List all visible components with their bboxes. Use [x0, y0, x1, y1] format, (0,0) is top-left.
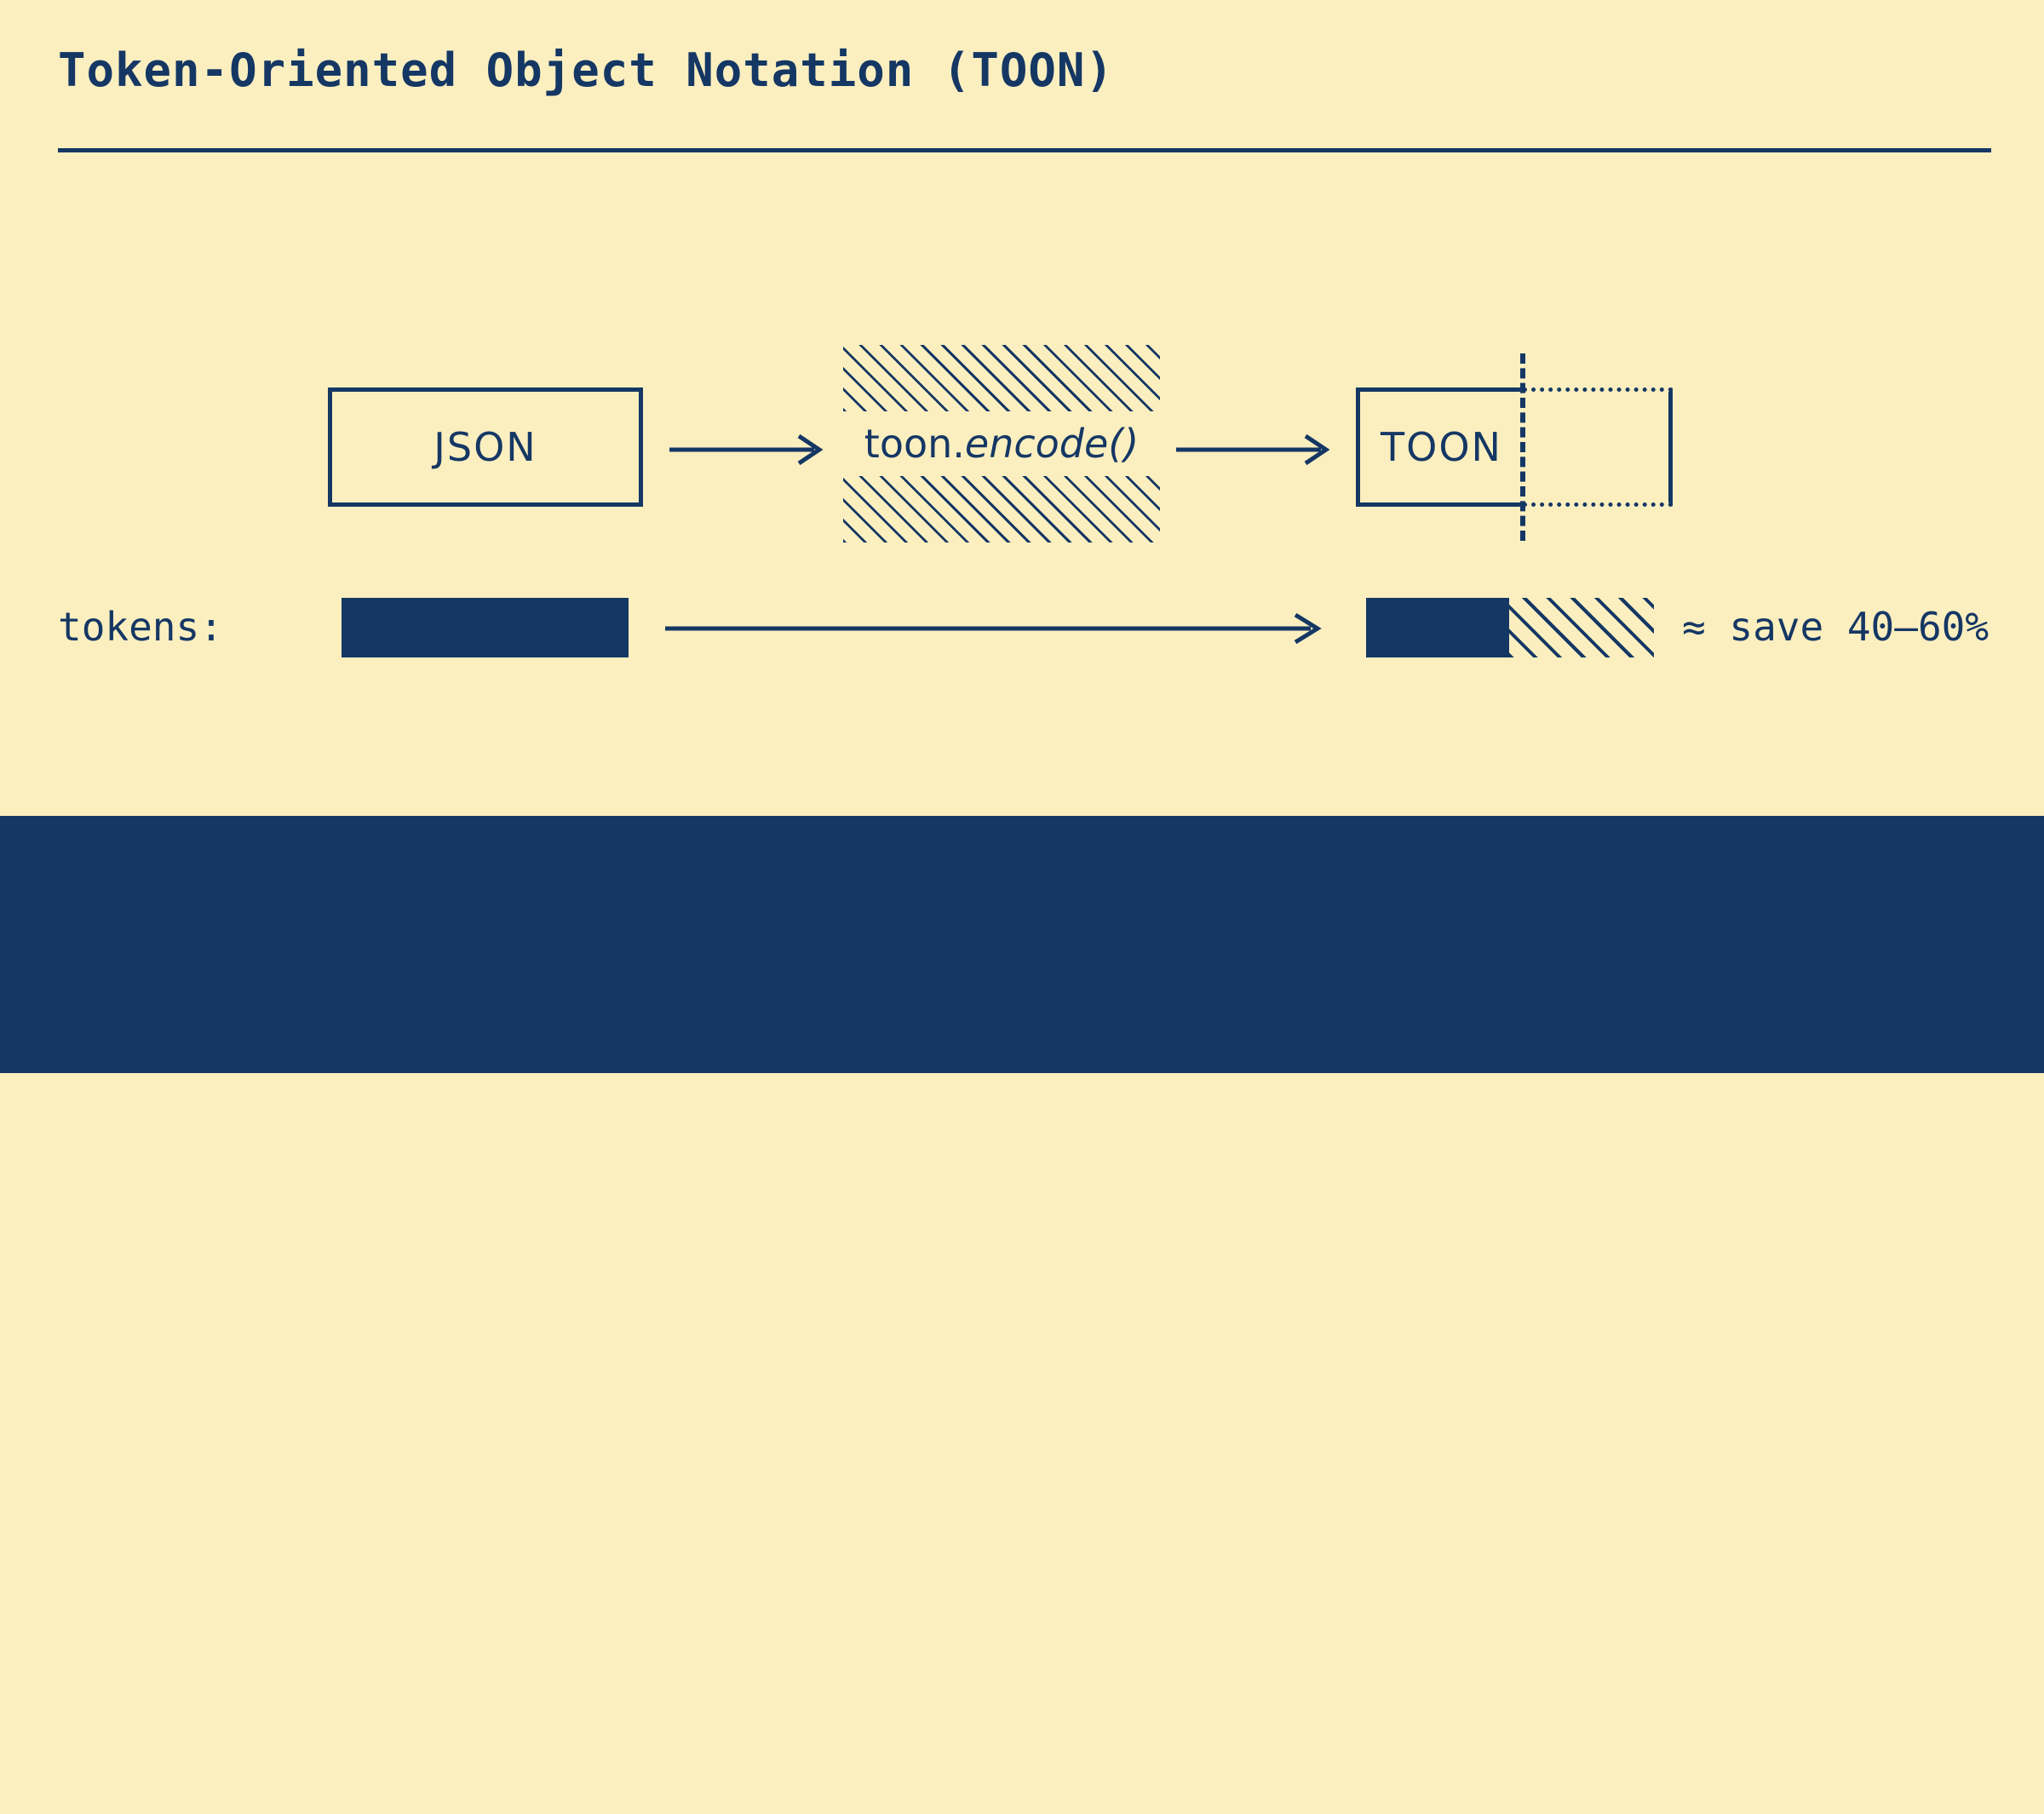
- sample-panel: sample: JSON → { "tags": ["jazz", "chill…: [0, 816, 2044, 1811]
- arrow-json-to-encode: [669, 433, 824, 466]
- page-title: Token-Oriented Object Notation (TOON): [58, 43, 1114, 97]
- toon-node-label: TOON: [1381, 424, 1502, 470]
- sample-rows: JSON → { "tags": ["jazz", "chill", "lofi…: [322, 1702, 1374, 1811]
- sample-label: sample:: [58, 1698, 223, 1744]
- tokens-bar-toon-saved: [1509, 598, 1654, 657]
- tokens-bar-toon-used: [1366, 598, 1509, 657]
- pipeline-diagram: JSON toon.encode() TOON tokens:: [0, 0, 2044, 816]
- sample-row-toon: TOON → tags[3]: jazz,chill,lofi: [322, 1771, 1374, 1811]
- json-node: JSON: [328, 387, 643, 507]
- toon-node: TOON: [1356, 387, 1523, 507]
- sample-row-json-name: JSON: [322, 1698, 416, 1744]
- toon-node-saved-region: [1523, 387, 1673, 507]
- sample-row-toon-arrow: →: [422, 1768, 446, 1814]
- toon-node-divider: [1520, 353, 1525, 541]
- title-divider: [58, 148, 1991, 152]
- tokens-savings-note: ≈ save 40–60%: [1682, 604, 1989, 650]
- tokens-bar-json: [342, 598, 629, 657]
- tokens-label: tokens:: [58, 604, 223, 650]
- arrow-tokens-reduction: [665, 612, 1322, 645]
- sample-row-json-code: { "tags": ["jazz", "chill", "lofi"] }: [501, 1698, 1374, 1744]
- sample-row-json: JSON → { "tags": ["jazz", "chill", "lofi…: [322, 1702, 1374, 1741]
- json-node-label: JSON: [433, 424, 537, 470]
- sample-row-toon-code: tags[3]: jazz,chill,lofi: [501, 1768, 1067, 1814]
- sample-row-toon-name: TOON: [322, 1768, 416, 1814]
- arrow-encode-to-toon: [1176, 433, 1330, 466]
- encode-hatch-bottom: [843, 476, 1160, 542]
- encode-hatch-top: [843, 345, 1160, 411]
- sample-row-json-arrow: →: [422, 1698, 446, 1744]
- encode-label-plain: toon.: [864, 421, 965, 467]
- encode-node: toon.encode(): [843, 345, 1160, 542]
- encode-label-italic: encode(): [964, 421, 1140, 467]
- encode-node-label: toon.encode(): [843, 411, 1160, 476]
